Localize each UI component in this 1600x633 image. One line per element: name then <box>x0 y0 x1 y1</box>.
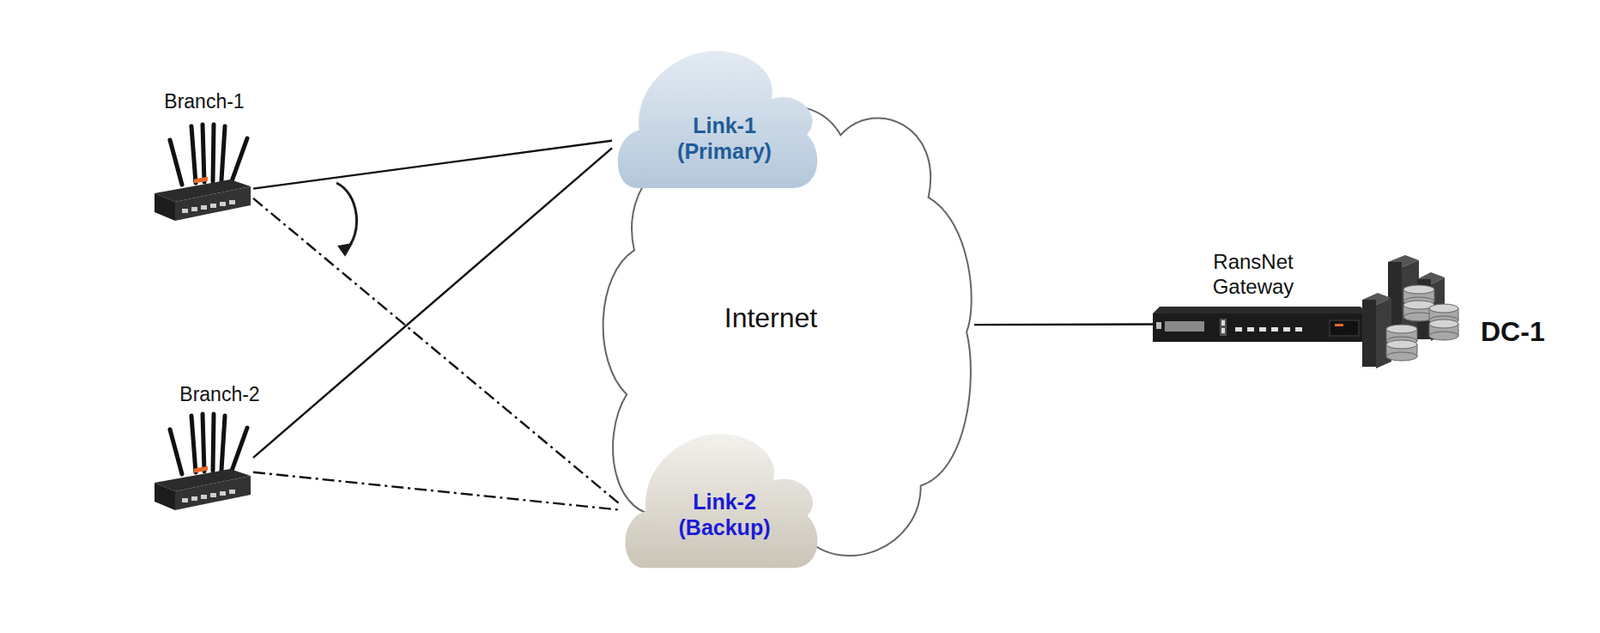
node-label: DC-1 <box>1480 315 1558 348</box>
link-cloud-node: Link-2 (Backup) <box>619 428 822 574</box>
node-label: Link-2 (Backup) <box>655 488 794 540</box>
router-node: Branch-2 <box>152 413 254 511</box>
node-label: Branch-1 <box>135 90 273 115</box>
rotation-arrow <box>336 182 357 255</box>
gateway-node: RansNet Gateway <box>1152 306 1368 342</box>
backup-link <box>253 198 620 504</box>
network-link <box>253 147 613 457</box>
link-cloud-node: Link-1 (Primary) <box>612 45 822 194</box>
backup-link <box>253 472 620 510</box>
network-link <box>253 140 613 189</box>
router-node: Branch-1 <box>152 124 254 222</box>
datacenter-node: DC-1 <box>1362 254 1546 370</box>
gateway-appliance <box>1152 306 1368 342</box>
node-label: Branch-2 <box>151 382 289 407</box>
network-link <box>974 322 1153 326</box>
router-icon <box>152 124 254 222</box>
node-label: Link-1 (Primary) <box>655 112 794 164</box>
server-stack <box>1362 254 1461 370</box>
router-icon <box>152 413 254 511</box>
node-label: RansNet Gateway <box>1193 249 1314 300</box>
node-label: Internet <box>684 301 857 334</box>
